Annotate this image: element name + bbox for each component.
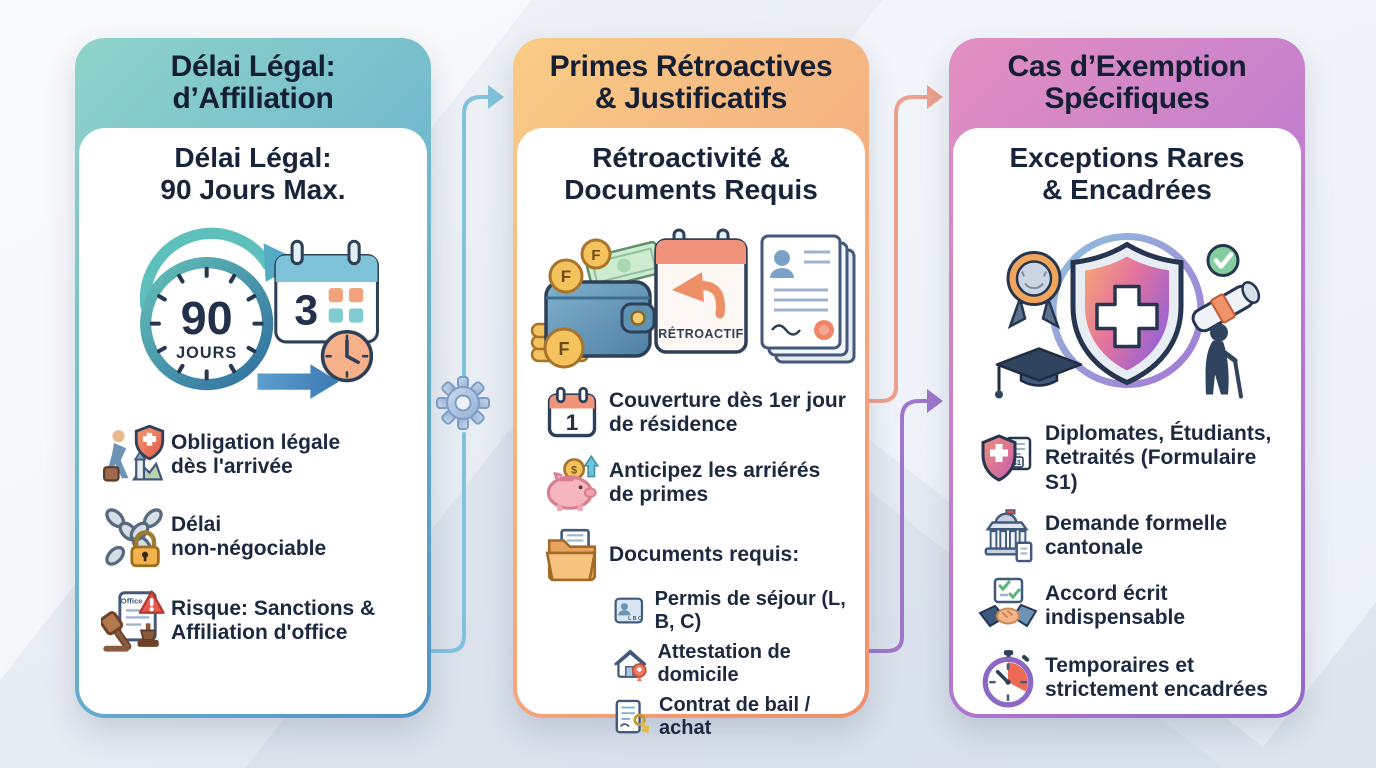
health-shield-icon <box>1070 241 1184 386</box>
list-item: Contrat de bail / achat <box>613 694 857 740</box>
subitem-text: Permis de séjour (L, B, C) <box>654 588 846 633</box>
lease-contract-icon <box>615 699 650 734</box>
bullet-text: Délai non-négociable <box>171 512 327 560</box>
exemptions-illustration <box>995 233 1261 399</box>
card-title: Délai Légal: 90 Jours Max. <box>160 142 346 205</box>
connector-purple <box>867 399 929 653</box>
bullet-text: Diplomates, Étudiants, Retraités (Formul… <box>1045 422 1272 494</box>
list-item: Attestation de domicile <box>613 641 857 687</box>
list-item: $ Anticipez les arriérés de primes <box>535 453 857 513</box>
piggy-coin: $ <box>571 464 577 476</box>
clock-value: 90 <box>181 292 233 344</box>
card-body: Rétroactivité & Documents Requis <box>517 128 865 739</box>
list-item: Accord écrit indispensable <box>971 577 1293 635</box>
calendar-day: 3 <box>294 287 318 335</box>
card-title: Exceptions Rares & Encadrées <box>1009 142 1245 205</box>
permit-badge: L B C <box>628 616 642 622</box>
bullet-text: Couverture dès 1er jour de résidence <box>609 388 846 436</box>
card-delai-affiliation: Délai Légal: d’Affiliation Délai Légal: … <box>75 38 431 718</box>
arrowhead-blue <box>488 85 504 109</box>
retroactive-calendar-icon: RÉTROACTIF <box>654 228 748 354</box>
connector-orange <box>867 95 929 403</box>
card-body: Exceptions Rares & Encadrées <box>953 128 1301 714</box>
list-item: Demande formelle cantonale <box>971 508 1293 564</box>
doc-label: Office <box>121 596 143 605</box>
government-building-icon <box>971 508 1045 564</box>
traveler-shield-icon <box>97 424 171 486</box>
calendar-icon: 3 <box>274 239 379 344</box>
list-item: Temporaires et strictement encadrées <box>971 648 1293 708</box>
wallet-coins-icon: F F F <box>530 238 664 369</box>
clock-unit: JOURS <box>176 344 237 362</box>
calendar-label: RÉTROACTIF <box>658 326 744 341</box>
piggy-bank-icon: $ <box>535 453 609 513</box>
card-header: Primes Rétroactives & Justificatifs <box>549 49 833 115</box>
list-item: 1 Couverture dès 1er jour de résidence <box>535 386 857 440</box>
bullet-text: Risque: Sanctions & Affiliation d'office <box>171 596 376 644</box>
elderly-person-icon <box>1205 323 1243 399</box>
card-body: Délai Légal: 90 Jours Max. <box>79 128 427 714</box>
bullet-list: Obligation légale dès l'arrivée <box>97 424 419 654</box>
check-badge-icon <box>1206 244 1240 277</box>
handshake-icon <box>971 577 1045 635</box>
card-primes-retroactives: Primes Rétroactives & Justificatifs Rétr… <box>513 38 869 739</box>
home-attestation-icon <box>614 649 647 682</box>
calendar-day1-icon: 1 <box>535 386 609 440</box>
connector-blue <box>429 432 466 653</box>
card-header: Délai Légal: d’Affiliation <box>170 49 336 115</box>
card-title: Rétroactivité & Documents Requis <box>564 142 818 205</box>
list-item: Documents requis: L B C Permis de séjour… <box>535 526 857 740</box>
residence-permit-icon: L B C <box>614 597 644 624</box>
card-header: Cas d’Exemption Spécifiques <box>1007 49 1247 115</box>
bullet-text: Temporaires et strictement encadrées <box>1045 653 1268 702</box>
arrowhead-orange <box>927 85 943 109</box>
documents-stack-icon <box>760 234 856 364</box>
medal-icon <box>1006 251 1062 330</box>
bullet-text: Anticipez les arriérés de primes <box>609 458 821 506</box>
list-item: L B C Permis de séjour (L, B, C) <box>613 588 857 634</box>
list-item: Obligation légale dès l'arrivée <box>97 424 419 486</box>
shield-s1-icon: S1 <box>971 430 1045 488</box>
coin-letter: F <box>561 267 571 286</box>
bullet-text: Obligation légale dès l'arrivée <box>171 430 341 478</box>
gavel-warning-icon: Office <box>97 588 171 654</box>
gear-icon <box>436 376 490 430</box>
stopwatch-icon <box>971 648 1045 708</box>
chain-lock-icon <box>97 506 171 568</box>
deadline-90-days-illustration: 90 JOURS 3 <box>139 227 379 399</box>
bullet-list: 1 Couverture dès 1er jour de résidence $ <box>535 386 857 740</box>
bullet-text: Demande formelle cantonale <box>1045 511 1228 560</box>
day-number: 1 <box>566 410 579 435</box>
list-item: S1 Diplomates, Étudiants, Retraités (For… <box>971 422 1293 495</box>
coin-letter: F <box>591 247 600 264</box>
folder-icon <box>535 526 609 584</box>
card-cas-exemption: Cas d’Exemption Spécifiques Exceptions R… <box>949 38 1305 718</box>
connector-blue-top <box>462 95 490 378</box>
bullet-text: Documents requis: <box>609 542 800 566</box>
coin-letter: F <box>559 339 570 359</box>
list-item: Office <box>97 588 419 654</box>
bullet-text: Accord écrit indispensable <box>1045 581 1186 630</box>
subitem-text: Attestation de domicile <box>657 641 791 686</box>
list-item: Délai non-négociable <box>97 506 419 568</box>
clock-90-days-icon: 90 JOURS <box>140 257 274 391</box>
retroactive-premiums-illustration: F F F RÉTROACTIF <box>530 228 856 369</box>
documents-sublist: L B C Permis de séjour (L, B, C) <box>613 588 857 740</box>
arrowhead-purple <box>927 389 943 413</box>
bullet-list: S1 Diplomates, Étudiants, Retraités (For… <box>971 422 1293 708</box>
small-clock-icon <box>320 329 374 383</box>
subitem-text: Contrat de bail / achat <box>659 694 811 739</box>
